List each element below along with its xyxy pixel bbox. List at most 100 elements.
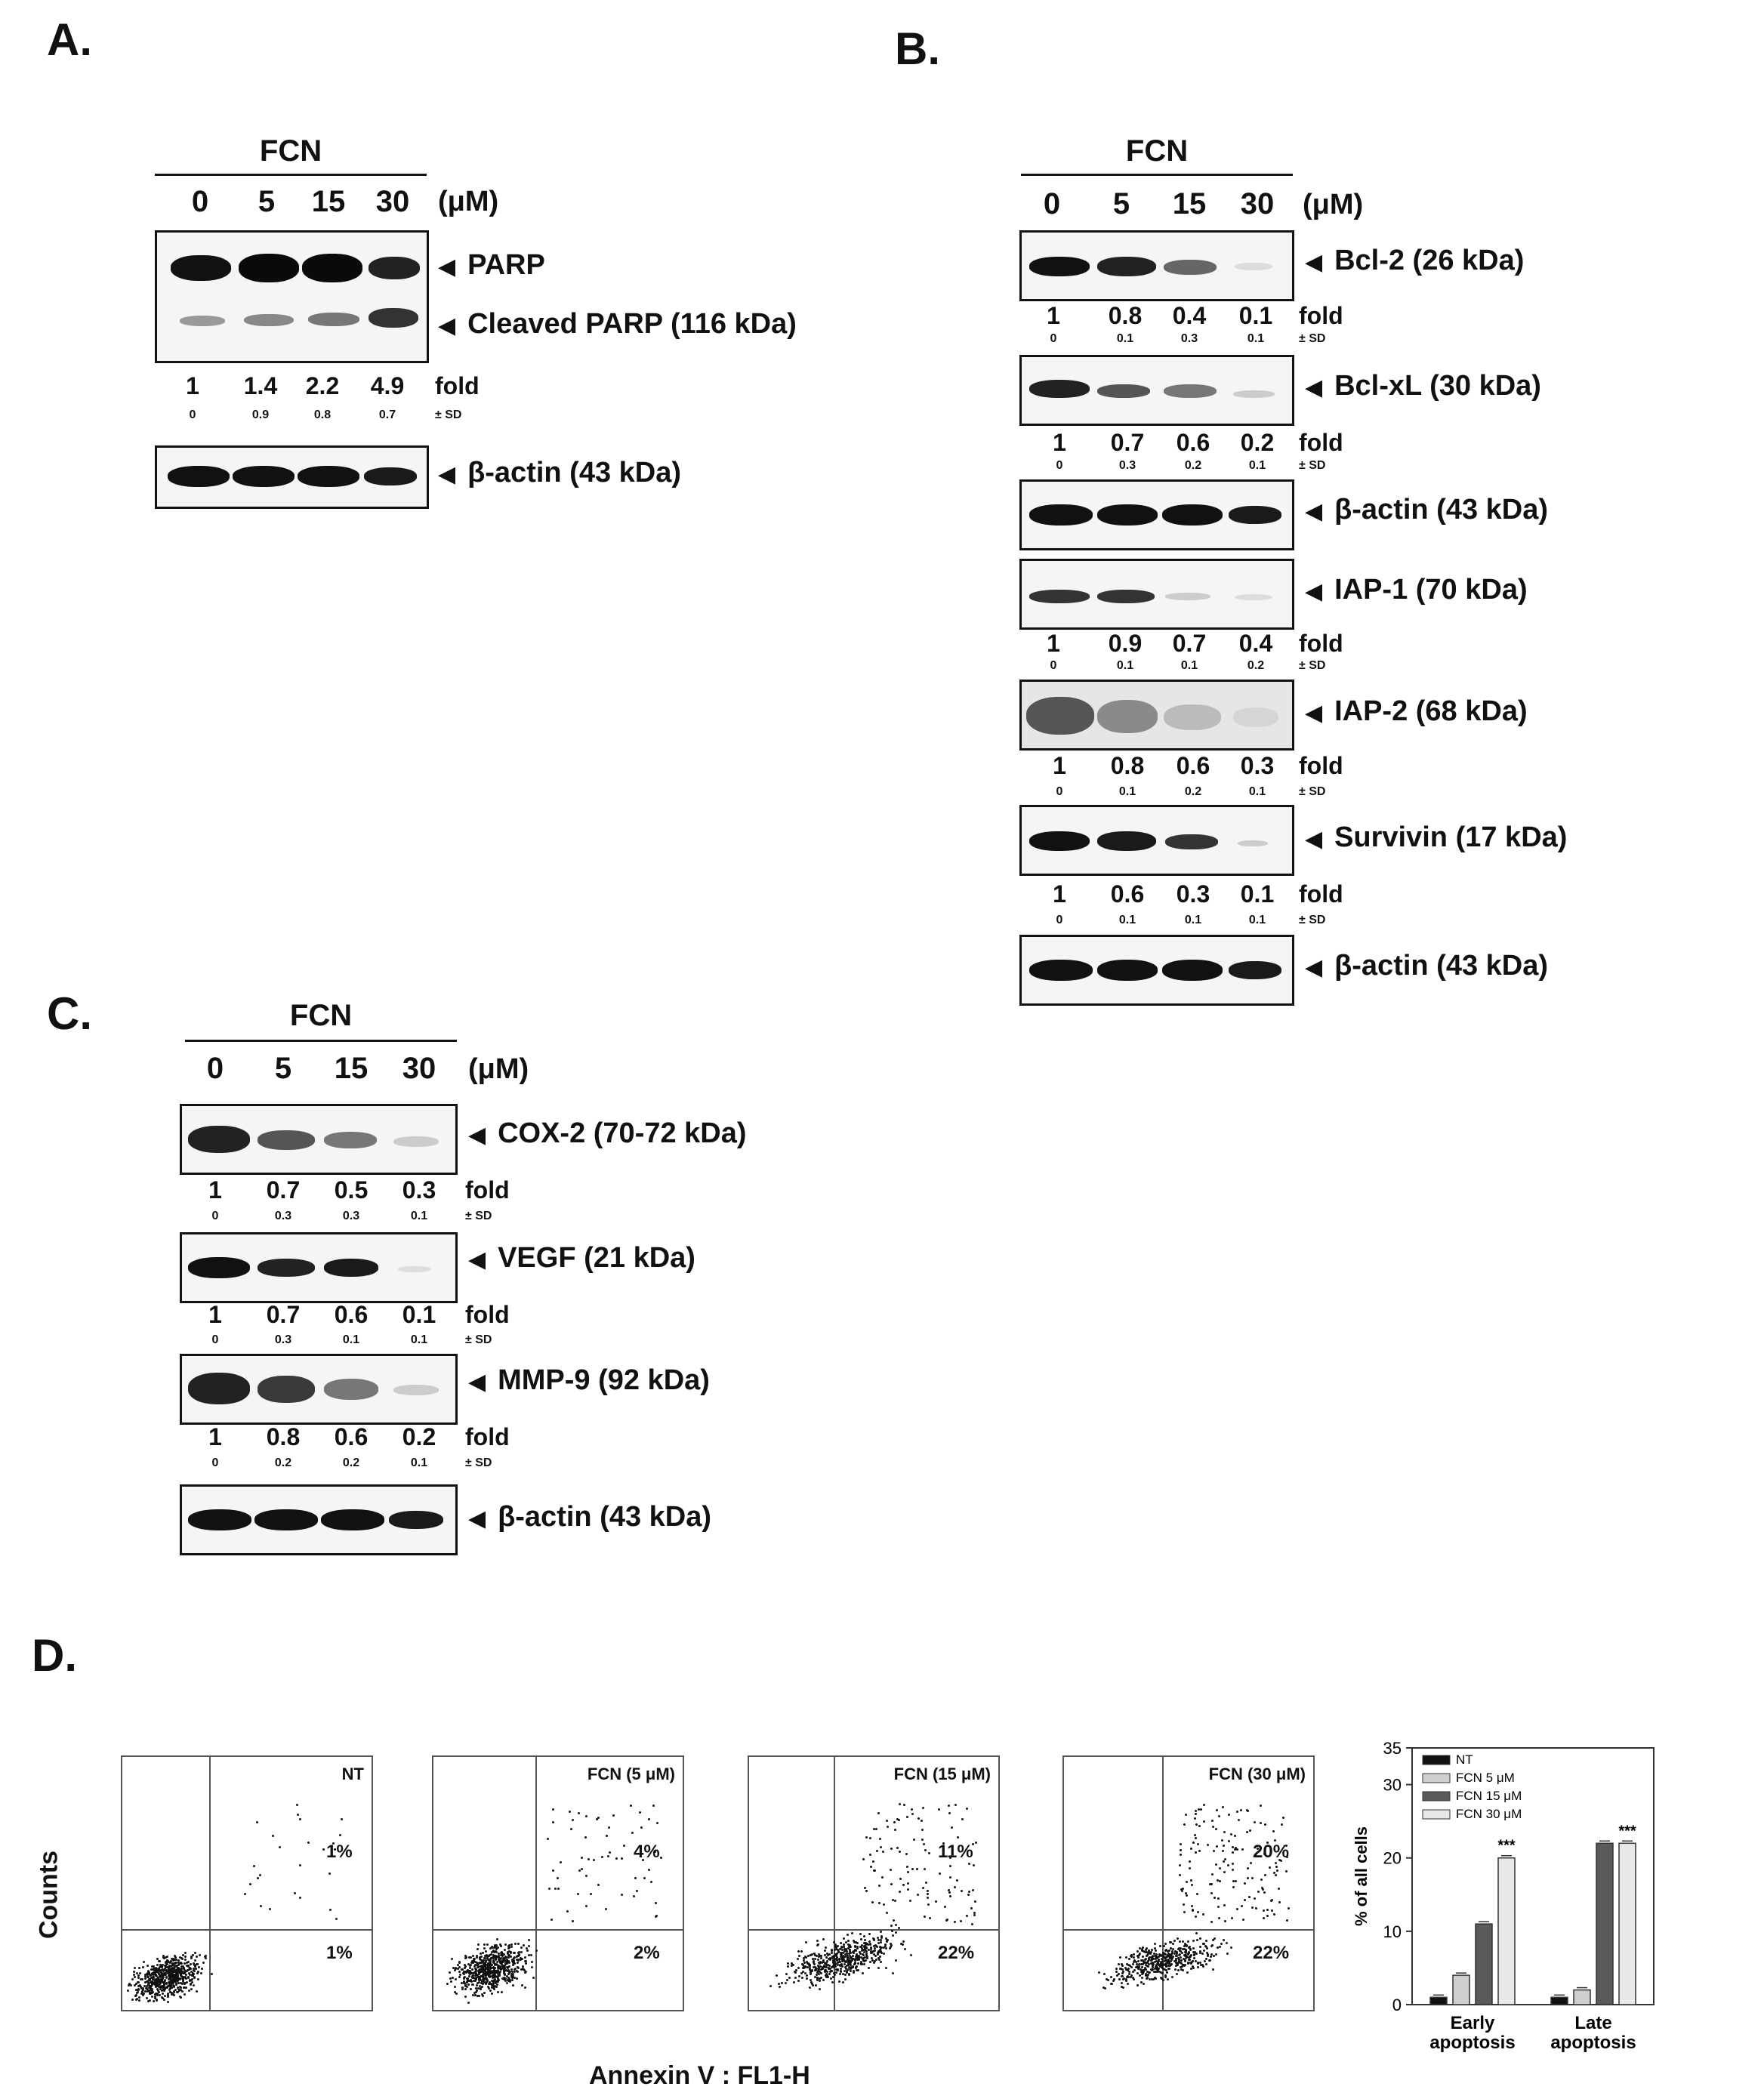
flow-event-dot [844, 1953, 847, 1956]
flow-event-dot [612, 1814, 615, 1817]
flow-event-dot [126, 1990, 129, 1993]
flow-event-dot [906, 1815, 909, 1818]
flow-event-dot [470, 1972, 473, 1975]
flow-event-dot [446, 1983, 449, 1986]
flow-event-dot [791, 1963, 794, 1966]
flow-event-dot [1165, 1955, 1168, 1958]
flow-event-dot [897, 1927, 900, 1930]
flow-event-dot [847, 1968, 850, 1971]
flow-event-dot [479, 1974, 482, 1977]
flow-event-dot [1263, 1852, 1266, 1855]
flow-event-dot [880, 1960, 883, 1963]
flow-event-dot [1172, 1942, 1175, 1945]
flow-event-dot [515, 1959, 518, 1962]
fold-bcl2-15: 0.4 [1172, 302, 1207, 329]
flow-event-dot [150, 1983, 153, 1986]
flow-event-dot [584, 1905, 587, 1908]
flow-event-dot [510, 1971, 513, 1974]
flow-event-dot [480, 1975, 483, 1978]
flow-event-dot [911, 1808, 914, 1811]
flow-event-dot [891, 1898, 894, 1901]
flow-event-dot [1157, 1968, 1160, 1971]
flow-event-dot [1275, 1869, 1278, 1872]
flow-event-dot [838, 1957, 840, 1960]
flow-event-dot [492, 1955, 495, 1958]
flow-event-dot [472, 1954, 475, 1957]
flow-event-dot [1194, 1915, 1197, 1918]
flow-event-dot [151, 1987, 154, 1990]
legend-swatch [1422, 1755, 1451, 1765]
flow-event-dot [1180, 1965, 1183, 1968]
y-tick-label: 30 [1383, 1776, 1402, 1795]
flow-event-dot [161, 1980, 164, 1983]
flow-event-dot [1268, 1866, 1271, 1869]
flow-event-dot [652, 1805, 655, 1808]
flow-event-dot [142, 1966, 145, 1969]
flow-event-dot [834, 1960, 837, 1963]
flow-event-dot [476, 1963, 480, 1966]
flow-event-dot [503, 1973, 506, 1976]
flow-event-dot [464, 1965, 467, 1968]
flow-event-dot [1164, 1963, 1167, 1966]
flow-event-dot [640, 1826, 643, 1829]
flow-event-dot [527, 1954, 530, 1957]
flow-event-dot [1189, 1867, 1192, 1870]
flow-event-dot [150, 1980, 153, 1983]
flow-event-dot [1198, 1850, 1201, 1853]
flow-event-dot [532, 1976, 535, 1979]
flow-event-dot [884, 1943, 887, 1946]
fold-cox2-15: 0.5 [334, 1176, 369, 1204]
flow-event-dot [504, 1970, 507, 1973]
flow-event-dot [1178, 1954, 1181, 1957]
flow-event-dot [1125, 1977, 1128, 1980]
flow-event-dot [818, 1953, 821, 1956]
flow-event-dot [197, 1965, 200, 1968]
flow-event-dot [146, 1964, 149, 1967]
flow-event-dot [149, 1999, 152, 2002]
label-survivin: ◀Survivin (17 kDa) [1305, 821, 1568, 853]
flow-event-dot [1257, 1890, 1260, 1893]
flow-event-dot [495, 1969, 498, 1972]
flow-event-dot [177, 1976, 180, 1979]
flow-event-dot [1176, 1953, 1179, 1956]
flow-event-dot [296, 1813, 299, 1816]
sd-iap2-5: 0.1 [1118, 785, 1136, 798]
flow-event-dot [827, 1975, 830, 1978]
flow-event-dot [1188, 1946, 1191, 1950]
flow-event-dot [1275, 1873, 1278, 1876]
flow-event-dot [1194, 1813, 1197, 1816]
flow-event-dot [154, 1995, 157, 1998]
blot-parp [155, 230, 429, 363]
flow-event-dot [885, 1940, 888, 1943]
flow-event-dot [1204, 1960, 1207, 1963]
flow-event-dot [164, 1968, 167, 1971]
flow-event-dot [472, 1980, 475, 1983]
flow-event-dot [1140, 1963, 1143, 1966]
flow-event-dot [504, 1957, 507, 1960]
flow-event-dot [505, 1981, 508, 1984]
flow-event-dot [816, 1976, 819, 1979]
arrow-left-icon: ◀ [1305, 955, 1323, 980]
flow-event-dot [868, 1948, 871, 1951]
flow-event-dot [1113, 1978, 1116, 1981]
fold-label-bclxl: fold [1299, 429, 1343, 456]
flow-event-dot [1262, 1909, 1265, 1912]
flow-event-dot [1155, 1956, 1158, 1959]
flow-event-dot [1242, 1918, 1245, 1921]
flow-event-dot [1163, 1957, 1166, 1960]
flow-event-dot [1266, 1914, 1269, 1917]
flow-event-dot [199, 1954, 202, 1957]
flow-event-dot [322, 1848, 325, 1851]
flow-event-dot [462, 1971, 465, 1974]
bar [1475, 1923, 1493, 2005]
flow-event-dot [171, 1980, 174, 1983]
flow-event-dot [957, 1835, 960, 1839]
flow-event-dot [853, 1970, 856, 1973]
flow-event-dot [804, 1971, 807, 1974]
flow-event-dot [911, 1813, 914, 1816]
flow-event-dot [499, 1965, 502, 1968]
flow-event-dot [1179, 1874, 1182, 1877]
flow-event-dot [850, 1967, 853, 1970]
flow-event-dot [1164, 1968, 1167, 1971]
flow-event-dot [819, 1970, 822, 1973]
